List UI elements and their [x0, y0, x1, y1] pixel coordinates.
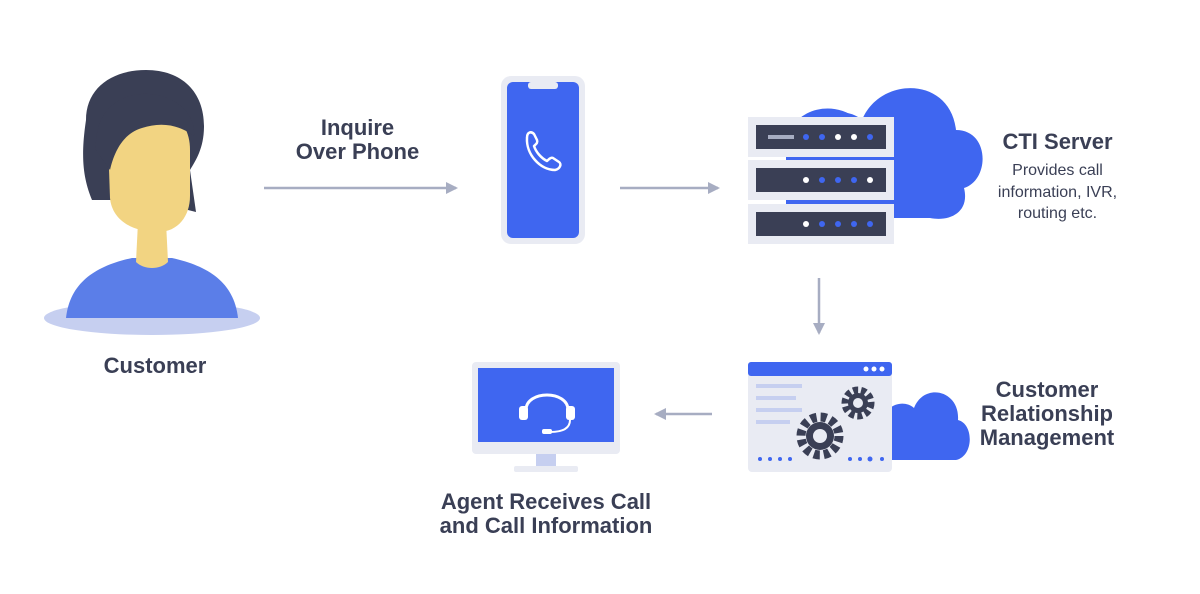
- cti-desc-line-2: information, IVR,: [997, 183, 1118, 201]
- crm-line-3: Management: [979, 425, 1115, 451]
- server-unit-2: [748, 160, 894, 200]
- agent-line-1: Agent Receives Call: [440, 489, 652, 514]
- cti-server-description: Provides call information, IVR, routing …: [980, 160, 1135, 225]
- inquire-line-1: Inquire: [320, 115, 395, 140]
- monitor-headset-icon: [472, 362, 620, 472]
- phone-handset-icon: [525, 131, 562, 172]
- agent-label: Agent Receives Call and Call Information: [410, 489, 682, 539]
- server-cloud-icon: [748, 88, 983, 244]
- cti-desc-line-3: routing etc.: [1017, 205, 1098, 223]
- cti-desc-line-1: Provides call: [1012, 162, 1103, 179]
- crm-window-gears-icon: [748, 362, 970, 472]
- server-unit-1: [748, 117, 894, 157]
- server-unit-3: [748, 204, 894, 244]
- crm-label: Customer Relationship Management: [962, 377, 1132, 451]
- agent-line-2: and Call Information: [439, 513, 653, 539]
- inquire-line-2: Over Phone: [295, 139, 420, 165]
- smartphone-icon: [501, 76, 585, 244]
- customer-label: Customer: [103, 353, 207, 378]
- inquire-over-phone-label: Inquire Over Phone: [270, 115, 445, 165]
- crm-line-2: Relationship: [980, 401, 1113, 427]
- gear-large-icon: [796, 412, 844, 460]
- cti-server-title: CTI Server: [1002, 129, 1113, 154]
- headset-icon: [519, 393, 575, 434]
- person-icon: [44, 70, 260, 335]
- gear-small-icon: [841, 386, 875, 420]
- crm-line-1: Customer: [995, 377, 1099, 402]
